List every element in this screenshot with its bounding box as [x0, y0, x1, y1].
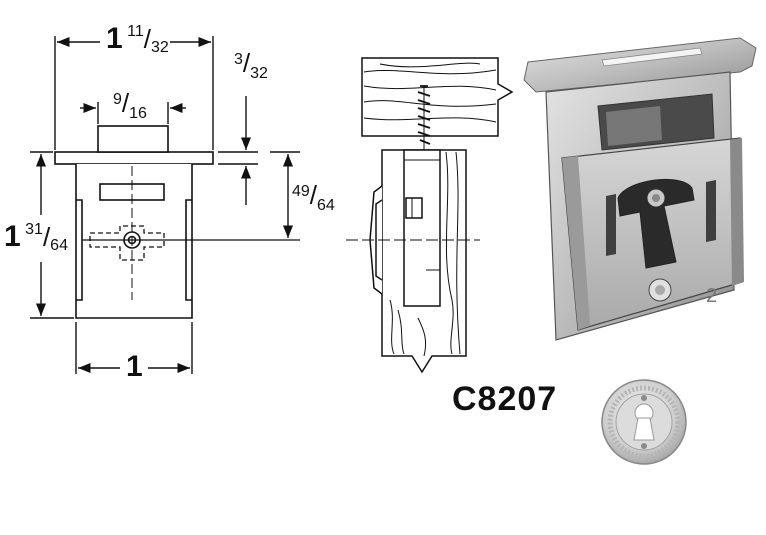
body-width-label: 1	[126, 350, 143, 383]
front-view	[54, 125, 300, 319]
flange-thickness-label: 3/32	[234, 48, 268, 82]
model-number: C8207	[452, 380, 558, 418]
escutcheon-illustration	[601, 379, 687, 465]
lock-illustration	[523, 37, 757, 341]
center-offset-label: 49/64	[292, 180, 335, 214]
tab-width-label: 9/16	[113, 88, 147, 122]
overall-height-label: 1 31/64	[4, 220, 68, 254]
overall-width-label: 1 11/32	[106, 22, 169, 56]
plate-number-label: 2	[706, 285, 718, 307]
section-view	[346, 57, 514, 374]
front-dimension-lines	[30, 36, 300, 374]
